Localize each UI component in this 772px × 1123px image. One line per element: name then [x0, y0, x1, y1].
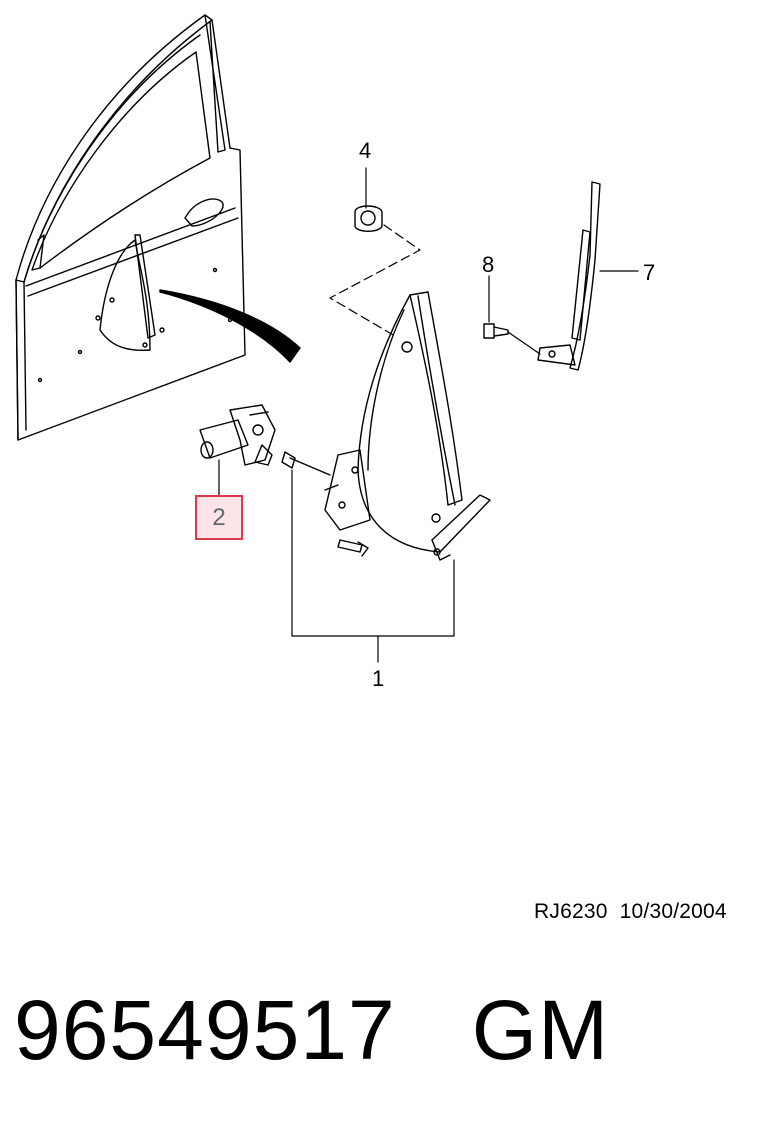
brand: GM — [471, 983, 610, 1077]
callout-4: 4 — [359, 138, 372, 163]
window-motor-illustration — [199, 404, 276, 466]
leader-lines — [218, 167, 639, 663]
callout-2-highlighted[interactable]: 2 — [195, 495, 243, 540]
screw-illustration — [483, 323, 509, 339]
bushing-illustration — [354, 205, 383, 232]
part-number: 96549517 — [14, 983, 396, 1077]
part-number-line: 96549517 GM — [14, 985, 609, 1075]
window-regulator-illustration — [281, 291, 491, 561]
diagram-reference: RJ6230 10/30/2004 — [534, 900, 727, 923]
guide-channel-illustration — [537, 181, 601, 371]
callout-1: 1 — [372, 666, 385, 691]
callout-8: 8 — [482, 252, 495, 277]
door-shell-illustration — [15, 14, 301, 441]
callout-7: 7 — [643, 260, 656, 285]
